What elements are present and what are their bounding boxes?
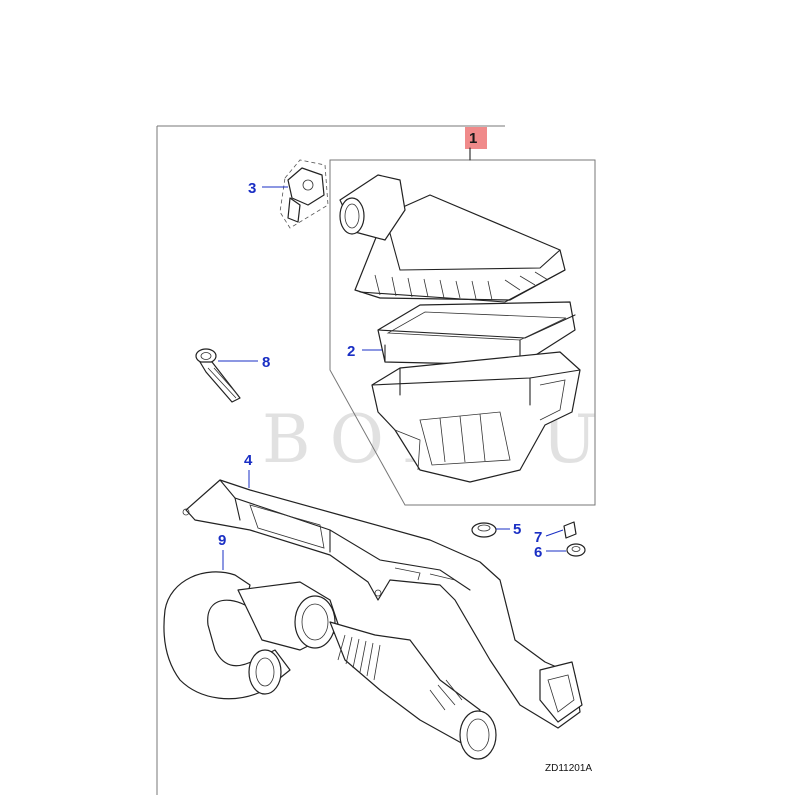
air-intake-duct (182, 479, 583, 729)
diagram-reference-code: ZD11201A (545, 763, 592, 774)
callout-5-label: 5 (513, 521, 521, 538)
callout-2-label: 2 (347, 343, 355, 360)
callout-4: 4 (244, 452, 253, 488)
callout-6-label: 6 (534, 544, 542, 561)
callout-7-label: 7 (534, 529, 542, 546)
callout-5: 5 (496, 521, 521, 538)
air-cleaner-assembly-box (329, 127, 596, 506)
callout-7: 7 (534, 529, 564, 546)
nut-part-6 (566, 543, 586, 557)
callout-3: 3 (248, 180, 288, 197)
intake-hose-assembly (163, 571, 497, 760)
bolt-part-7 (563, 521, 577, 539)
callout-1: 1 (469, 130, 477, 147)
air-cleaner-lower-housing (371, 351, 581, 483)
callout-8: 8 (218, 354, 270, 371)
callout-3-label: 3 (248, 180, 256, 197)
callout-9: 9 (218, 532, 226, 570)
air-cleaner-lid (339, 174, 566, 303)
diagram-frame (156, 125, 505, 795)
push-pin-clip (195, 348, 241, 403)
callout-2: 2 (347, 343, 382, 360)
air-filter-element (377, 301, 576, 366)
callout-8-label: 8 (262, 354, 270, 371)
callout-6: 6 (534, 544, 566, 561)
callout-4-label: 4 (244, 452, 253, 469)
maf-sensor (279, 159, 329, 229)
callout-highlight (465, 127, 487, 149)
callout-1-label: 1 (469, 130, 477, 147)
grommet-part-5 (471, 522, 497, 538)
callout-9-label: 9 (218, 532, 226, 549)
